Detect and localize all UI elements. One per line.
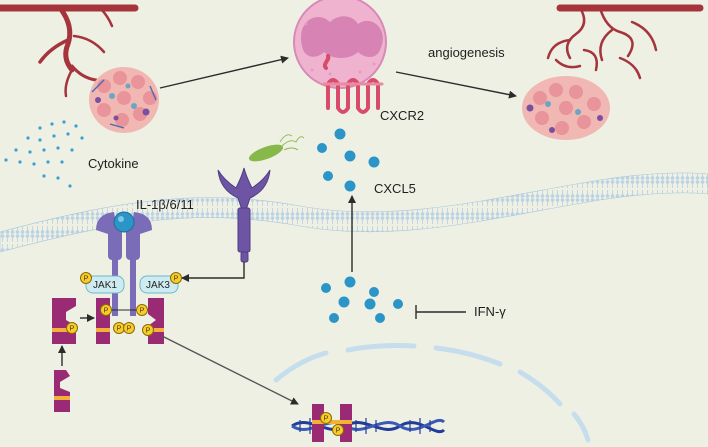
arrow-angiogenesis [395,71,517,99]
vascularized-tumor-icon [522,4,704,140]
jak1-label: JAK1 [93,280,117,291]
arrow-tlr-to-jak3 [181,262,245,282]
tumor-icon [89,67,159,133]
svg-text:P: P [336,428,341,435]
angiogenesis-label: angiogenesis [428,45,505,60]
arrow-tumor-to-neutrophil [159,55,289,89]
cytokine-label: Cytokine [88,156,139,171]
svg-text:P: P [127,326,132,333]
cxcl5-label: CXCL5 [374,181,416,196]
blood-vessel-icon [0,4,139,98]
svg-text:P: P [140,308,145,315]
svg-text:P: P [70,326,75,333]
phospho-circles [66,272,344,436]
intracellular-chemokines [321,276,403,323]
cxcr2-receptor [322,54,384,114]
cxcr2-label: CXCR2 [380,108,425,123]
ifn-label: IFN-γ [474,304,506,319]
bacterium-icon [248,134,305,162]
svg-text:P: P [84,276,89,283]
cxcl5-chemokines [317,128,380,192]
jak3-label: JAK3 [146,280,170,291]
nuclear-envelope [273,343,591,443]
cell-membrane [0,172,708,253]
stat-left [52,298,76,344]
stat-dimer-dna [312,404,352,442]
jak3-kinase [139,275,179,294]
svg-text:P: P [146,328,151,335]
arrow-nuclear-translocation [161,335,299,405]
stat-monomer [54,370,70,412]
neutrophil-icon [293,0,387,89]
jak1-kinase [85,275,125,294]
cytokine-dots [4,120,84,188]
phospho-letters: P P P P P P P P P P [70,276,341,435]
svg-text:P: P [117,326,122,333]
svg-text:P: P [174,276,179,283]
svg-text:P: P [324,416,329,423]
svg-text:P: P [104,308,109,315]
ifn-inhibition [415,305,466,319]
tlr-receptor [217,167,271,263]
il-label: IL-1β/6/11 [136,197,194,212]
